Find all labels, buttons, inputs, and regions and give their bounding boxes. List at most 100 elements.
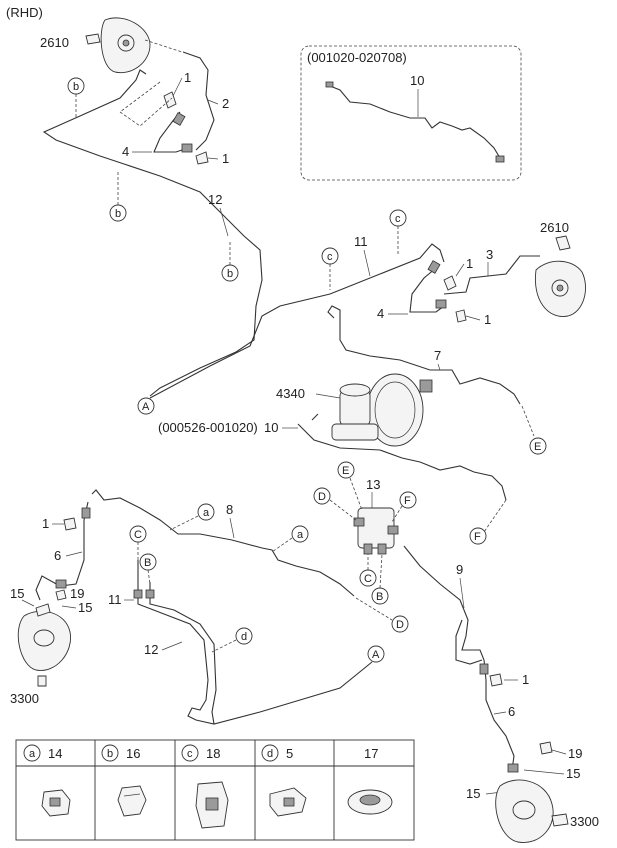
svg-text:c: c — [395, 213, 401, 225]
connector-circle-c2: c — [321, 247, 339, 265]
callout-4340: 4340 — [276, 386, 305, 401]
clip-16-icon — [117, 785, 147, 817]
callout-2610-left: 2610 — [40, 35, 69, 50]
legend-part-18: 18 — [206, 746, 220, 761]
connector-circle-b1: b — [67, 77, 85, 95]
callout-8: 8 — [226, 502, 233, 517]
callout-7: 7 — [434, 348, 441, 363]
brake-pipe-9 — [403, 545, 515, 771]
brake-hose-4-right — [409, 267, 445, 313]
svg-text:B: B — [376, 591, 383, 603]
connector-circle-B1: B — [371, 587, 389, 605]
callout-1-fr: 1 — [522, 672, 529, 687]
bleeder-icon — [37, 675, 47, 687]
svg-text:F: F — [404, 495, 411, 507]
brake-pipe-7 — [327, 305, 521, 405]
callout-1-mid: 1 — [222, 151, 229, 166]
svg-text:b: b — [227, 268, 233, 280]
svg-text:D: D — [318, 491, 326, 503]
svg-text:c: c — [327, 251, 333, 263]
clip-icon — [163, 91, 177, 109]
clip-icon — [195, 151, 209, 165]
bolt-icon — [539, 741, 553, 755]
connector-circle-C1: C — [359, 569, 377, 587]
callout-1-rr-bottom: 1 — [484, 312, 491, 327]
clip-icon — [455, 309, 467, 323]
connector-circle-B2: B — [139, 553, 157, 571]
brake-pipe-12-top — [42, 69, 263, 397]
connector-circle-D1: D — [313, 487, 331, 505]
legend-circle-c: c — [181, 744, 199, 762]
callout-9: 9 — [456, 562, 463, 577]
connector-circle-a1: a — [197, 503, 215, 521]
svg-text:c: c — [187, 748, 193, 760]
bleeder-icon — [555, 235, 571, 251]
connector-circle-D2: D — [391, 615, 409, 633]
callout-15-fl-a: 15 — [10, 586, 24, 601]
brake-hose-6-left — [35, 501, 89, 601]
connector-circle-A2: A — [367, 645, 385, 663]
callout-4-right: 4 — [377, 306, 384, 321]
fitting-icon — [495, 155, 505, 163]
connector-circle-c1: c — [389, 209, 407, 227]
svg-text:F: F — [474, 531, 481, 543]
callout-3: 3 — [486, 247, 493, 262]
svg-text:C: C — [364, 573, 372, 585]
legend-part-17: 17 — [364, 746, 378, 761]
svg-text:E: E — [534, 441, 541, 453]
svg-text:d: d — [241, 631, 247, 643]
svg-text:b: b — [107, 748, 113, 760]
brake-pipe-2 — [182, 51, 215, 151]
connector-circle-A1: A — [137, 397, 155, 415]
callout-3300-right: 3300 — [570, 814, 599, 829]
callout-15-fl-b: 15 — [78, 600, 92, 615]
callout-15-fr-b: 15 — [466, 786, 480, 801]
legend-part-14: 14 — [48, 746, 62, 761]
connector-circle-d1: d — [235, 627, 253, 645]
callout-12-lower: 12 — [144, 642, 158, 657]
callout-3300-left: 3300 — [10, 691, 39, 706]
callout-4-left: 4 — [122, 144, 129, 159]
svg-text:a: a — [29, 748, 36, 760]
callout-6-fl: 6 — [54, 548, 61, 563]
callout-1-rr-top: 1 — [466, 256, 473, 271]
connector-circle-b2: b — [109, 204, 127, 222]
bolt-icon — [55, 589, 67, 601]
brake-pipe-8 — [91, 489, 355, 597]
connector-circle-C2: C — [129, 525, 147, 543]
callout-10-lower: 10 — [264, 420, 278, 435]
callout-13: 13 — [366, 477, 380, 492]
brake-pipe-11-top — [149, 243, 445, 399]
clip-icon — [443, 275, 457, 291]
connector-circle-E2: E — [337, 461, 355, 479]
clip-icon — [63, 517, 77, 531]
inset-range-label: (001020-020708) — [307, 50, 407, 65]
rhd-label: (RHD) — [6, 5, 43, 20]
callout-15-fr-a: 15 — [566, 766, 580, 781]
svg-text:a: a — [297, 529, 304, 541]
svg-text:A: A — [142, 401, 150, 413]
callout-11-lower: 11 — [108, 592, 122, 607]
connector-circle-b3: b — [221, 264, 239, 282]
callout-19-fr: 19 — [568, 746, 582, 761]
callout-1-fl: 1 — [42, 516, 49, 531]
connector-circle-F1: F — [399, 491, 417, 509]
front-left-brake-assembly: 1 6 19 15 15 3300 — [10, 501, 92, 706]
master-cylinder-booster: 7 4340 (000526-001020) 10 — [158, 305, 521, 501]
legend-circle-d: d — [261, 744, 279, 762]
legend-circle-b: b — [101, 744, 119, 762]
legend-circle-a: a — [23, 744, 41, 762]
legend-part-5: 5 — [286, 746, 293, 761]
connector-circle-a2: a — [291, 525, 309, 543]
brake-pipe-10 — [297, 423, 507, 501]
rear-left-brake-assembly: 2610 2 4 1 1 — [40, 17, 263, 397]
fitting-icon — [325, 81, 334, 88]
caliper-bracket-icon — [35, 603, 51, 617]
inset-part-number: 10 — [410, 73, 424, 88]
callout-6-fr: 6 — [508, 704, 515, 719]
clip-icon — [489, 673, 503, 687]
callout-1-top: 1 — [184, 70, 191, 85]
svg-text:a: a — [203, 507, 210, 519]
svg-text:d: d — [267, 748, 273, 760]
